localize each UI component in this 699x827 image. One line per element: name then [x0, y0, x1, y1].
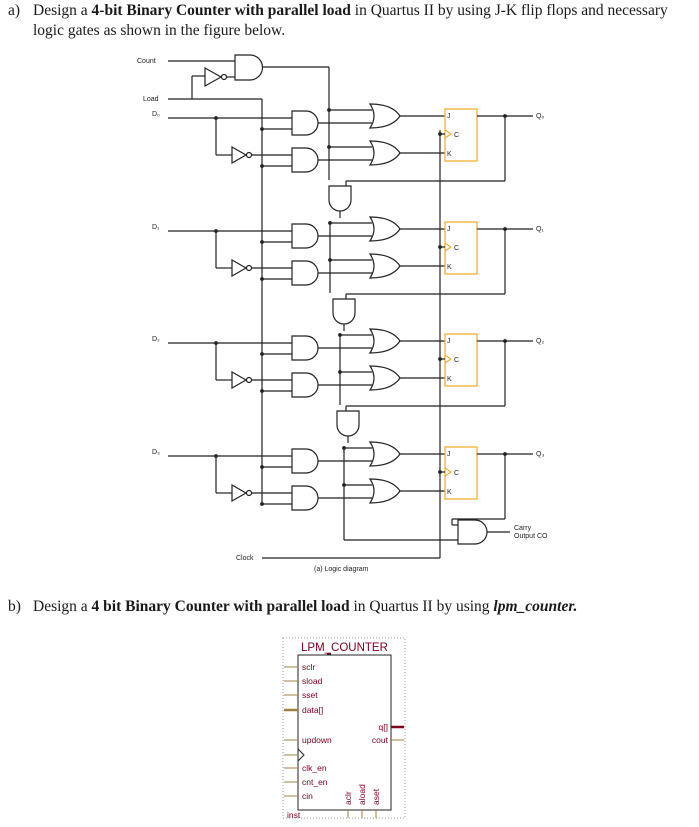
- pin-k: K: [447, 151, 452, 158]
- and-gate-carry-0: [328, 185, 352, 212]
- clock-triangle-icon: [444, 467, 453, 477]
- question-b: b) Design a 4 bit Binary Counter with par…: [8, 597, 698, 617]
- d2-inverter: [231, 370, 248, 390]
- jk-flip-flop-3: [444, 446, 478, 500]
- and-gate-load-d3: [291, 448, 319, 474]
- port-sset: sset: [302, 690, 318, 700]
- pin-k: K: [447, 264, 452, 271]
- port-data: data[]: [302, 705, 323, 715]
- port-cout: cout: [372, 735, 389, 745]
- or-gate-j0: [368, 103, 401, 129]
- and-gate-load-d0: [291, 110, 319, 136]
- pin-c: C: [454, 132, 459, 139]
- junction-dot: [260, 240, 264, 244]
- and-gate-carry-2: [336, 410, 360, 437]
- load-inverter: [204, 66, 223, 88]
- question-a: a) Design a 4-bit Binary Counter with par…: [8, 1, 698, 41]
- junction-dot: [260, 389, 264, 393]
- pin-k: K: [447, 489, 452, 496]
- port-updown: updown: [302, 735, 332, 745]
- junction-dot: [438, 245, 442, 249]
- junction-dot: [260, 502, 264, 506]
- jk-flip-flop-2: [444, 333, 478, 387]
- question-a-text-post: in Quartus II by using J-K flip flops an…: [350, 2, 668, 19]
- clock-triangle-icon: [444, 242, 453, 252]
- port-sload: sload: [302, 676, 323, 686]
- pin-c: C: [454, 470, 459, 477]
- and-gate-load-dn1: [291, 260, 319, 286]
- question-b-italic-text: lpm_counter.: [493, 598, 578, 615]
- pin-k: K: [447, 376, 452, 383]
- question-a-line2: logic gates as shown in the figure below…: [33, 22, 286, 39]
- lpm-block: [297, 654, 392, 811]
- or-gate-j2: [368, 328, 401, 354]
- junction-dot: [438, 470, 442, 474]
- carry-and-gate: [457, 519, 488, 545]
- pin-j: J: [447, 226, 451, 233]
- inverter-bubble: [245, 376, 253, 384]
- and-gate-load-dn0: [291, 147, 319, 173]
- junction-dot: [260, 277, 264, 281]
- lpm-instance-label: inst: [287, 810, 301, 820]
- or-gate-k0: [368, 140, 401, 166]
- and-gate-load-dn3: [291, 485, 319, 511]
- port-sclr: sclr: [302, 662, 315, 672]
- and-gate-load-dn2: [291, 372, 319, 398]
- port-aload: aload: [357, 784, 367, 805]
- inverter-bubble: [245, 264, 253, 272]
- or-gate-k1: [368, 253, 401, 279]
- junction-dot: [438, 357, 442, 361]
- and-gate-carry-1: [332, 298, 356, 325]
- clock-input-triangle-icon: [297, 748, 305, 762]
- or-gate-k2: [368, 365, 401, 391]
- jk-flip-flop-1: [444, 221, 478, 275]
- port-clk_en: clk_en: [302, 763, 327, 773]
- and-gate-load-d2: [291, 335, 319, 361]
- question-b-label: b): [8, 598, 21, 615]
- d3-inverter: [231, 483, 248, 503]
- lpm-title: LPM_COUNTER: [301, 642, 388, 654]
- junction-dot: [260, 164, 264, 168]
- inverter-bubble: [220, 73, 228, 81]
- question-b-text-mid: in Quartus II by using: [349, 598, 494, 615]
- pin-j: J: [447, 338, 451, 345]
- port-cnt_en: cnt_en: [302, 777, 328, 787]
- pin-j: J: [447, 451, 451, 458]
- logic-diagram: J C K J C K J C K J C K: [168, 54, 533, 559]
- question-a-bold-text: 4-bit Binary Counter with parallel load: [91, 2, 351, 19]
- or-gate-k3: [368, 478, 401, 504]
- pin-c: C: [454, 357, 459, 364]
- question-a-text-pre: Design a: [33, 2, 92, 19]
- question-a-label: a): [8, 2, 21, 19]
- junction-dot: [260, 352, 264, 356]
- count-and-gate: [234, 54, 264, 81]
- d0-inverter: [231, 145, 248, 165]
- d1-inverter: [231, 258, 248, 278]
- question-b-text-pre: Design a: [33, 598, 92, 615]
- clock-triangle-icon: [444, 354, 453, 364]
- lpm-instance-border: [282, 637, 406, 819]
- junction-dot: [260, 127, 264, 131]
- port-q: q[]: [379, 722, 388, 732]
- port-aset: aset: [371, 788, 381, 805]
- junction-dot: [438, 132, 442, 136]
- question-b-bold-text: 4 bit Binary Counter with parallel load: [91, 598, 350, 615]
- pin-c: C: [454, 245, 459, 252]
- inverter-bubble: [245, 151, 253, 159]
- port-cin: cin: [302, 791, 313, 801]
- inverter-bubble: [245, 489, 253, 497]
- or-gate-j1: [368, 216, 401, 242]
- jk-flip-flop-0: [444, 108, 478, 162]
- or-gate-j3: [368, 441, 401, 467]
- pin-j: J: [447, 113, 451, 120]
- port-aclr: aclr: [343, 791, 353, 805]
- clock-triangle-icon: [444, 129, 453, 139]
- junction-dot: [260, 465, 264, 469]
- and-gate-load-d1: [291, 223, 319, 249]
